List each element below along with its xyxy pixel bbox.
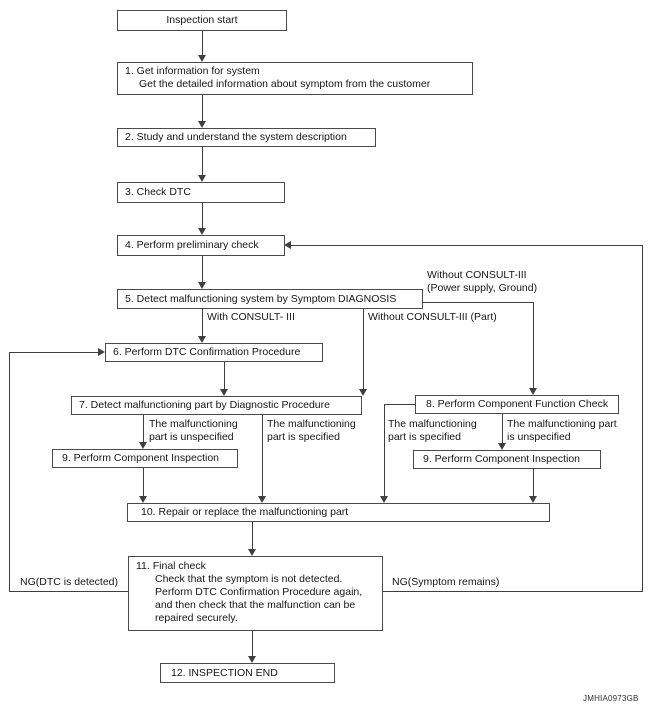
node-label-line1: 11. Final check [136,560,206,572]
arrowhead-down-icon [198,336,206,343]
connector-line [262,415,264,497]
node-label: 7. Detect malfunctioning part by Diagnos… [79,399,330,411]
node-label-line3: Perform DTC Confirmation Procedure again… [155,586,363,598]
connector-line [502,414,504,444]
connector-line [224,362,226,390]
edge-label-line1: The malfunctioning [149,418,238,430]
edge-label-line2: part is unspecified [149,431,234,443]
edge-label-line1: The malfunctioning [388,418,477,430]
node-label: Inspection start [166,14,238,26]
node-label-line4: and then check that the malfunction can … [155,599,356,611]
connector-line [202,31,204,56]
node-label: 3. Check DTC [125,186,191,198]
feedback-line-ng-dtc [9,591,128,593]
arrowhead-down-icon [248,656,256,663]
flow-node-step9-right: 9. Perform Component Inspection [413,450,601,469]
edge-label-specified-after7: The malfunctioning part is specified [267,418,356,444]
node-label: 8. Perform Component Function Check [426,398,609,410]
node-label: 2. Study and understand the system descr… [125,131,347,143]
node-label-line2: Check that the symptom is not detected. [155,573,343,585]
arrowhead-down-icon [359,389,367,396]
flow-node-step7: 7. Detect malfunctioning part by Diagnos… [71,396,362,415]
edge-label-line1: The malfunctioning [267,418,356,430]
connector-line [202,147,204,176]
node-label-line1: 1. Get information for system [125,65,260,77]
figure-code-watermark: JMHIA0973GB [583,694,639,703]
node-label: 5. Detect malfunctioning system by Sympt… [125,292,397,305]
edge-label-line2: (Power supply, Ground) [427,282,538,294]
feedback-line-ng-symptom [383,591,642,593]
connector-line [143,468,145,497]
flow-node-step1: 1. Get information for system Get the de… [117,62,473,95]
node-label: 10. Repair or replace the malfunctioning… [141,506,349,518]
arrowhead-down-icon [529,496,537,503]
edge-label-unspecified-after7: The malfunctioning part is unspecified [149,418,238,444]
arrowhead-right-icon [98,348,105,356]
flow-node-step11: 11. Final check Check that the symptom i… [128,556,383,631]
connector-line [423,302,534,304]
connector-line [384,404,415,406]
edge-label-without-consult-pg: Without CONSULT-III (Power supply, Groun… [427,269,537,295]
edge-label-line2: part is specified [267,431,340,443]
feedback-line-ng-dtc [9,352,98,354]
edge-label-line2: part is specified [388,431,461,443]
flow-node-inspection-start: Inspection start [117,10,287,31]
arrowhead-down-icon [139,496,147,503]
arrowhead-down-icon [198,175,206,182]
node-label: 6. Perform DTC Confirmation Procedure [113,346,301,358]
flow-node-step3: 3. Check DTC [117,182,285,203]
connector-line [143,415,145,443]
arrowhead-down-icon [380,496,388,503]
node-label-line2: Get the detailed information about sympt… [139,78,431,90]
connector-line [384,404,386,497]
edge-label-specified-after8: The malfunctioning part is specified [388,418,477,444]
connector-line [202,256,204,283]
connector-line [202,203,204,229]
arrowhead-left-icon [284,241,291,249]
feedback-line-ng-dtc [9,352,11,592]
connector-line [252,631,254,657]
connector-line [533,469,535,497]
arrowhead-down-icon [248,549,256,556]
node-label-line5: repaired securely. [155,612,238,624]
edge-label-with-consult: With CONSULT- III [207,311,295,323]
flow-node-step8: 8. Perform Component Function Check [415,395,619,414]
edge-label-without-consult-part: Without CONSULT-III (Part) [368,311,497,323]
arrowhead-down-icon [198,121,206,128]
edge-label-line1: Without CONSULT-III [427,269,527,281]
node-label: 9. Perform Component Inspection [423,453,580,465]
connector-line [363,309,365,390]
connector-line [252,522,254,550]
connector-line [202,309,204,337]
flow-node-step10: 10. Repair or replace the malfunctioning… [127,503,550,522]
arrowhead-down-icon [198,55,206,62]
flow-node-step5: 5. Detect malfunctioning system by Sympt… [117,289,423,309]
feedback-line-ng-symptom [642,245,644,592]
node-label: 4. Perform preliminary check [125,239,259,251]
flow-node-step6: 6. Perform DTC Confirmation Procedure [105,343,323,362]
edge-label-ng-symptom: NG(Symptom remains) [392,576,500,588]
arrowhead-down-icon [198,282,206,289]
flow-node-step12: 12. INSPECTION END [160,663,335,683]
arrowhead-down-icon [220,389,228,396]
arrowhead-down-icon [498,443,506,450]
connector-line [533,302,535,389]
edge-label-line1: The malfunctioning part [507,418,617,430]
flow-node-step2: 2. Study and understand the system descr… [117,128,376,147]
flow-node-step4: 4. Perform preliminary check [117,235,285,256]
node-label: 12. INSPECTION END [171,666,278,679]
arrowhead-down-icon [258,496,266,503]
edge-label-line2: is unspecified [507,431,571,443]
arrowhead-down-icon [529,388,537,395]
node-label: 9. Perform Component Inspection [62,452,219,464]
arrowhead-down-icon [139,442,147,449]
connector-line [202,95,204,122]
arrowhead-down-icon [198,228,206,235]
edge-label-ng-dtc: NG(DTC is detected) [20,576,119,588]
feedback-line-ng-symptom [291,245,642,247]
edge-label-unspecified-after8: The malfunctioning part is unspecified [507,418,617,444]
flow-node-step9-left: 9. Perform Component Inspection [52,449,238,468]
